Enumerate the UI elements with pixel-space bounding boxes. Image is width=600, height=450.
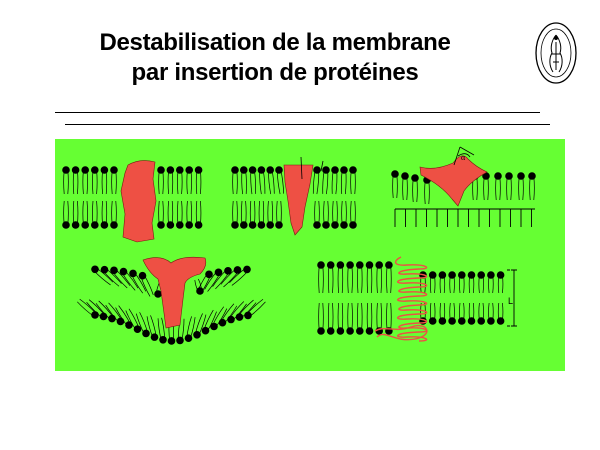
wedge-protein-icon (419, 155, 488, 207)
university-seal-icon (535, 22, 577, 84)
separator-line-bottom (65, 124, 550, 125)
separator-line-top (55, 112, 540, 113)
helical-protein-icon (374, 256, 428, 342)
title-line-2: par insertion de protéines (131, 59, 419, 86)
title-line-1: Destabilisation de la membrane (99, 29, 451, 56)
angle-label: α (461, 153, 466, 162)
thickness-label: L (508, 296, 513, 306)
page-title: Destabilisation de la membrane par inser… (40, 28, 510, 88)
rectangular-protein-panel (62, 160, 203, 243)
rectangular-protein-icon (120, 160, 157, 243)
membrane-diagram: α L (55, 139, 565, 371)
shallow-wedge-panel: α (391, 146, 536, 227)
t-shaped-protein-icon (142, 256, 207, 329)
conical-protein-panel (231, 156, 357, 236)
conical-protein-icon (283, 164, 314, 236)
thickness-mismatch-panel: L (317, 256, 517, 342)
curved-membrane-panel (77, 256, 266, 345)
